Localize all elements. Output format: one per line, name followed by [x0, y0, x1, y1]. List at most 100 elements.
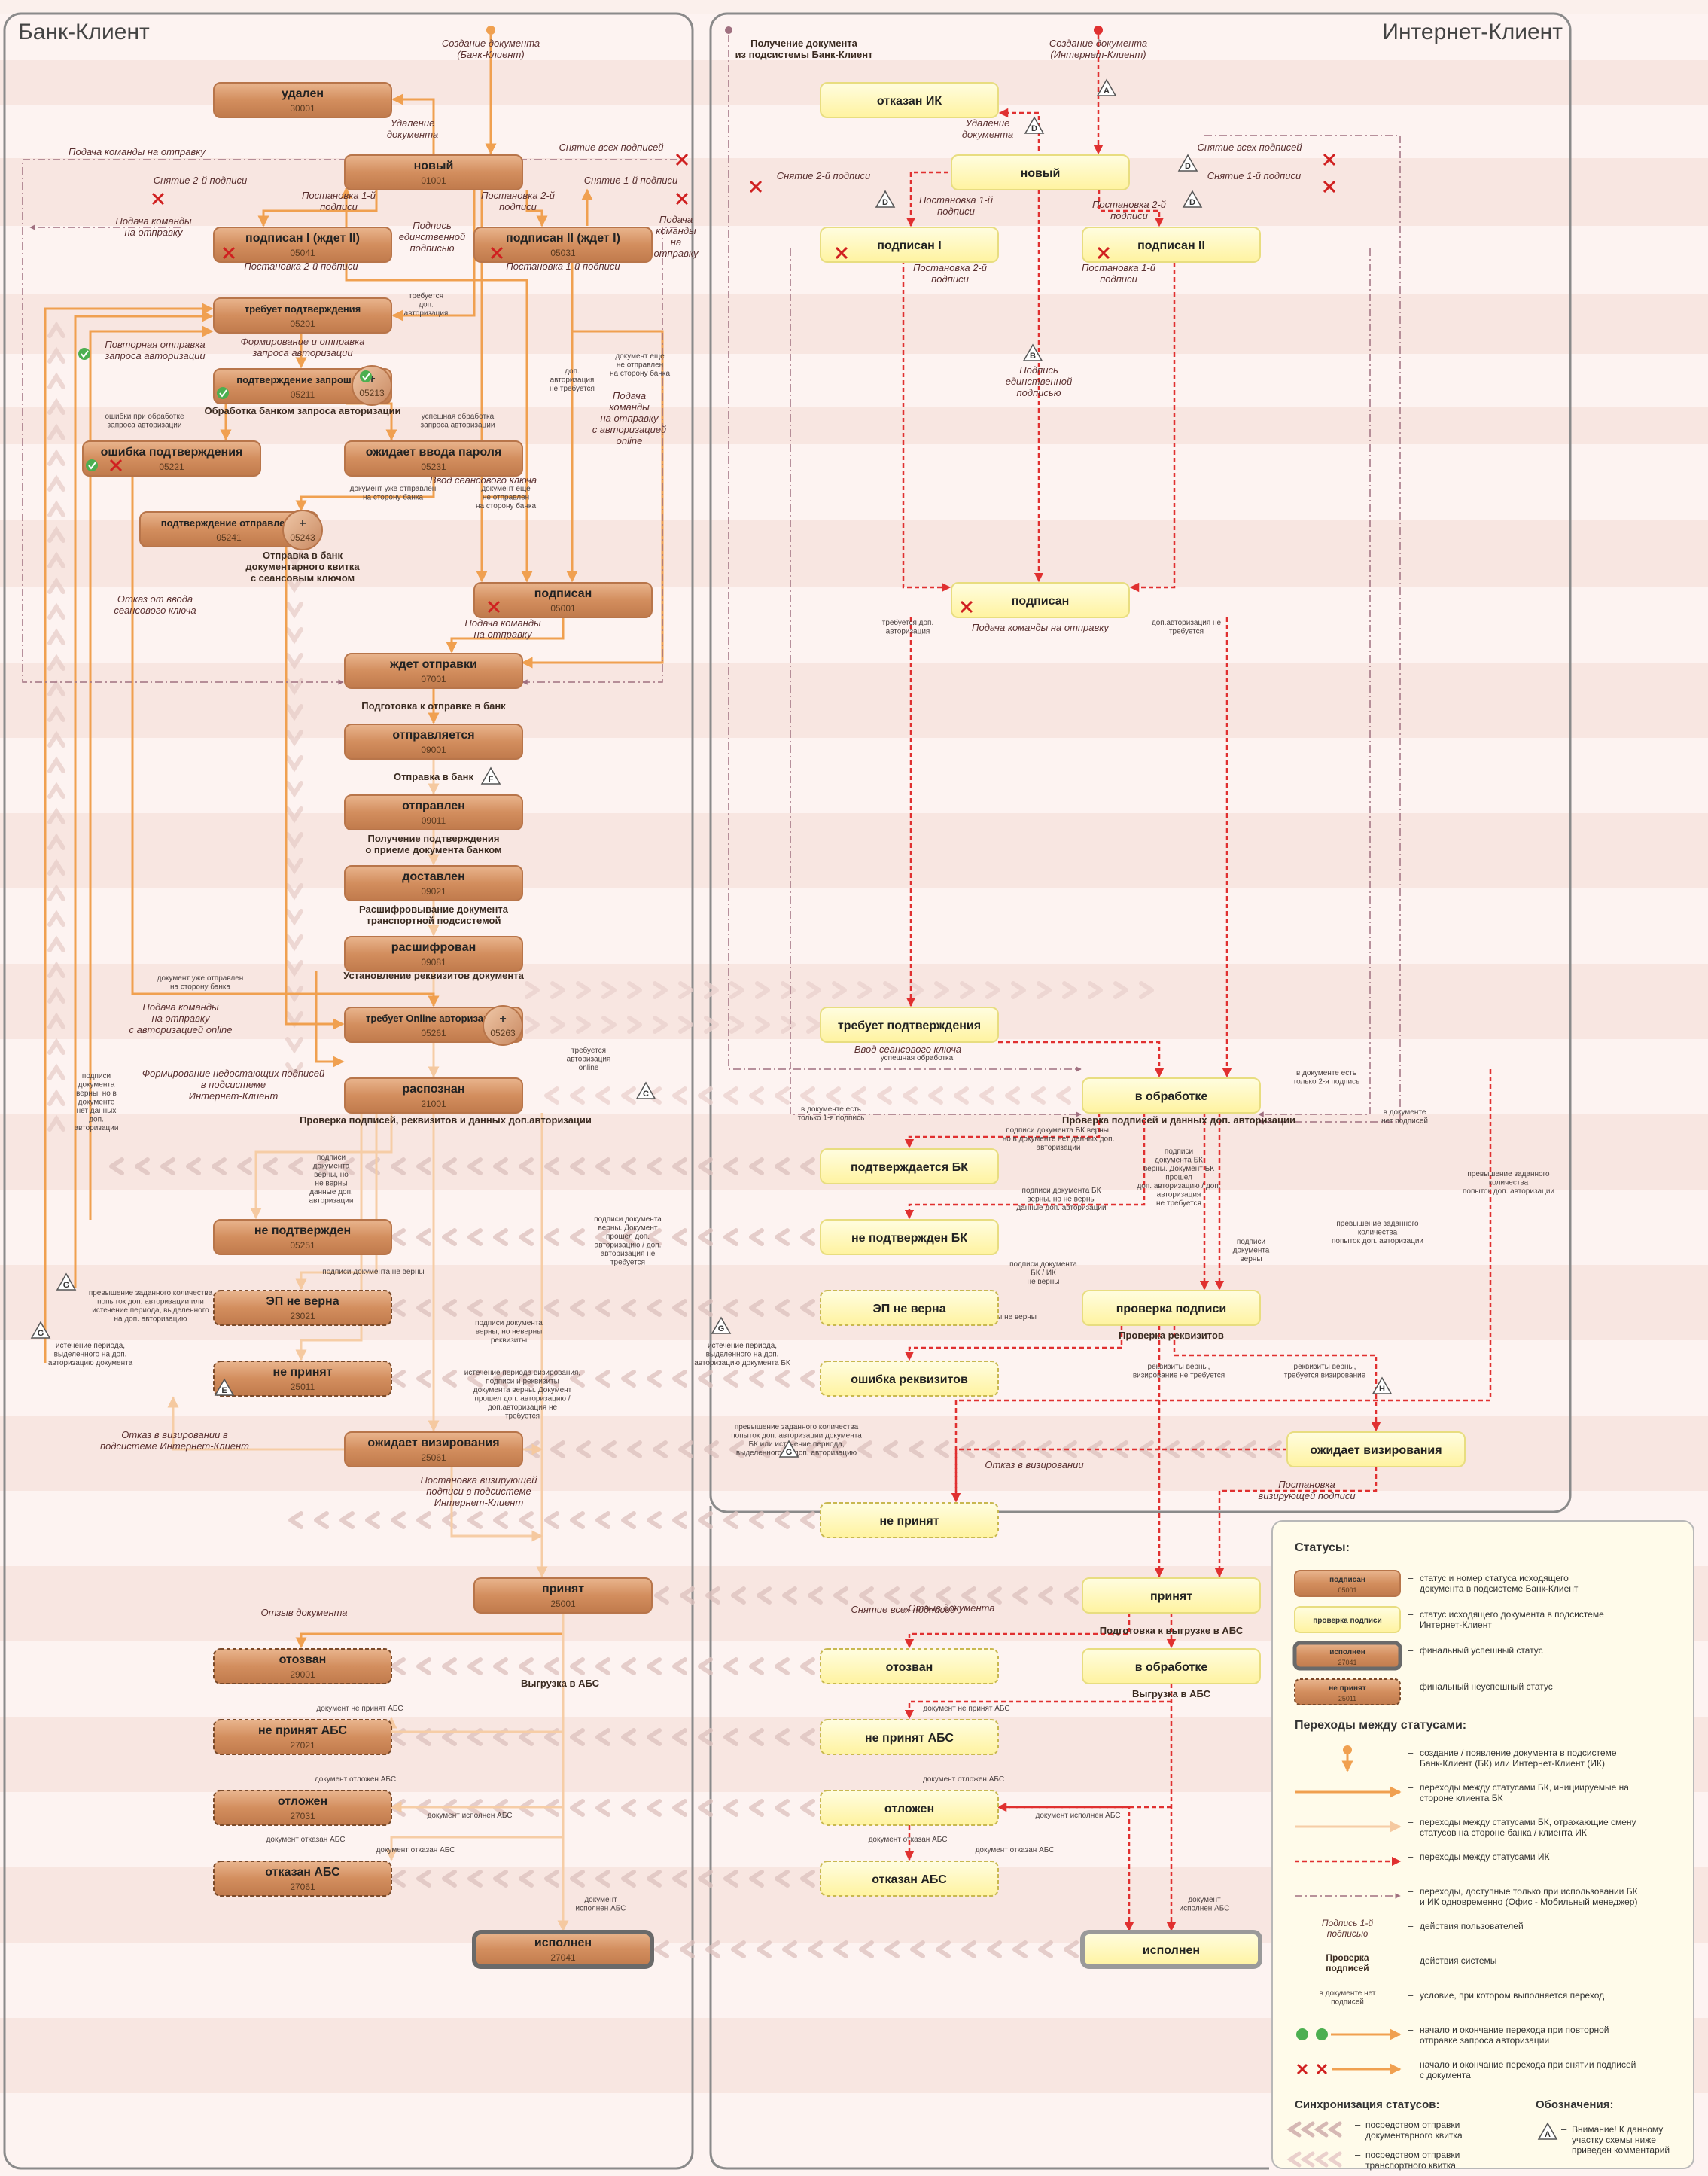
sync-chevron: [704, 981, 719, 999]
sync-chevron: [519, 1299, 534, 1317]
legend-text: финальный успешный статус: [1420, 1645, 1543, 1656]
badge-letter: G: [38, 1329, 44, 1338]
comment-badge-icon[interactable]: B: [1022, 343, 1043, 361]
ik-status-waitvisa[interactable]: ожидает визирования: [1286, 1431, 1466, 1467]
ik-status-notconfirmed[interactable]: не подтвержден БК: [820, 1219, 999, 1255]
sync-chevron: [285, 934, 303, 952]
status-code: 25011: [291, 1382, 315, 1392]
status-name: ожидает визирования: [367, 1437, 499, 1449]
ik-status-accepted[interactable]: принят: [1082, 1577, 1261, 1614]
bk-status-signed2[interactable]: подписан II (ждет I)05031: [473, 227, 653, 263]
ik-status-processing[interactable]: в обработке: [1082, 1077, 1261, 1114]
comment-badge-icon[interactable]: C: [635, 1081, 656, 1099]
ik-status-reqerror[interactable]: ошибка реквизитов: [820, 1361, 999, 1397]
sync-chevron: [698, 1228, 713, 1246]
remove-cross-icon: [675, 192, 689, 206]
comment-badge-icon[interactable]: E: [214, 1378, 235, 1396]
ik-status-refusedabs[interactable]: отказан АБС: [820, 1861, 999, 1897]
sync-chevron: [47, 346, 65, 364]
status-code: 27031: [290, 1811, 315, 1821]
ik-status-refused[interactable]: отказан ИК: [820, 82, 999, 118]
legend-text: переходы между статусами БК, отражающие …: [1420, 1817, 1636, 1838]
ik-status-needconfirm[interactable]: требует подтверждения: [820, 1007, 999, 1043]
status-name: подтверждение отправлено: [161, 517, 297, 529]
comment-badge-icon[interactable]: D: [1177, 154, 1198, 172]
ik-status-postponed[interactable]: отложен: [820, 1790, 999, 1826]
sync-chevron: [672, 1299, 687, 1317]
bk-status-signed1[interactable]: подписан I (ждет II)05041: [213, 227, 392, 263]
sync-chevron: [570, 1870, 585, 1888]
comment-badge-icon[interactable]: D: [1024, 116, 1045, 134]
ik-status-processing2[interactable]: в обработке: [1082, 1648, 1261, 1684]
status-name: подписан II (ждет I): [506, 232, 620, 245]
status-name: исполнен: [1143, 1944, 1200, 1957]
ik-status-notaccepted[interactable]: не принят: [820, 1502, 999, 1538]
comment-badge-icon[interactable]: G: [711, 1316, 732, 1334]
status-code: 05261: [421, 1028, 446, 1038]
comment-badge-icon[interactable]: A: [1096, 78, 1117, 96]
internet-client-title: Интернет-Клиент: [1382, 20, 1563, 44]
ik-status-recalled[interactable]: отозван: [820, 1648, 999, 1684]
sync-chevron: [519, 1157, 534, 1175]
comment-badge-icon[interactable]: D: [875, 190, 896, 208]
row-band: [0, 888, 1708, 964]
legend-dash: –: [1408, 1816, 1414, 1827]
sync-chevron: [285, 1062, 303, 1080]
ik-status-checksign[interactable]: проверка подписи: [1082, 1290, 1261, 1326]
status-box: [820, 1148, 999, 1184]
sync-chevron: [672, 1086, 687, 1105]
sync-chevron: [135, 1157, 150, 1175]
comment-badge-icon[interactable]: D: [1182, 190, 1203, 208]
ik-status-executed[interactable]: исполнен: [1080, 1930, 1262, 1969]
ik-status-signed[interactable]: подписан: [951, 582, 1130, 618]
comment-badge-icon[interactable]: F: [480, 766, 501, 785]
sync-chevron: [621, 1870, 636, 1888]
sync-chevron: [285, 602, 303, 619]
status-name: ЭП не верна: [266, 1295, 339, 1308]
comment-badge-icon[interactable]: G: [30, 1321, 51, 1339]
ik-status-confirming[interactable]: подтверждается БК: [820, 1148, 999, 1184]
ik-status-eperror[interactable]: ЭП не верна: [820, 1290, 999, 1326]
ik-status-notacceptedabs[interactable]: не принят АБС: [820, 1719, 999, 1755]
ik-status-signed1[interactable]: подписан I: [820, 227, 999, 263]
sync-chevron: [1139, 981, 1154, 999]
sync-chevron: [647, 1728, 662, 1746]
sync-chevron: [570, 1086, 585, 1105]
status-name: не принят: [879, 1515, 939, 1528]
transition-label: Подготовка к отправке в банк: [361, 700, 506, 712]
comment-badge-icon[interactable]: G: [56, 1272, 77, 1291]
comment-badge-icon[interactable]: H: [1372, 1376, 1393, 1394]
comment-badge-icon[interactable]: G: [778, 1440, 799, 1458]
ik-status-signed2[interactable]: подписан II: [1082, 227, 1261, 263]
sync-chevron: [47, 449, 65, 466]
ik-status-new[interactable]: новый: [951, 154, 1130, 190]
